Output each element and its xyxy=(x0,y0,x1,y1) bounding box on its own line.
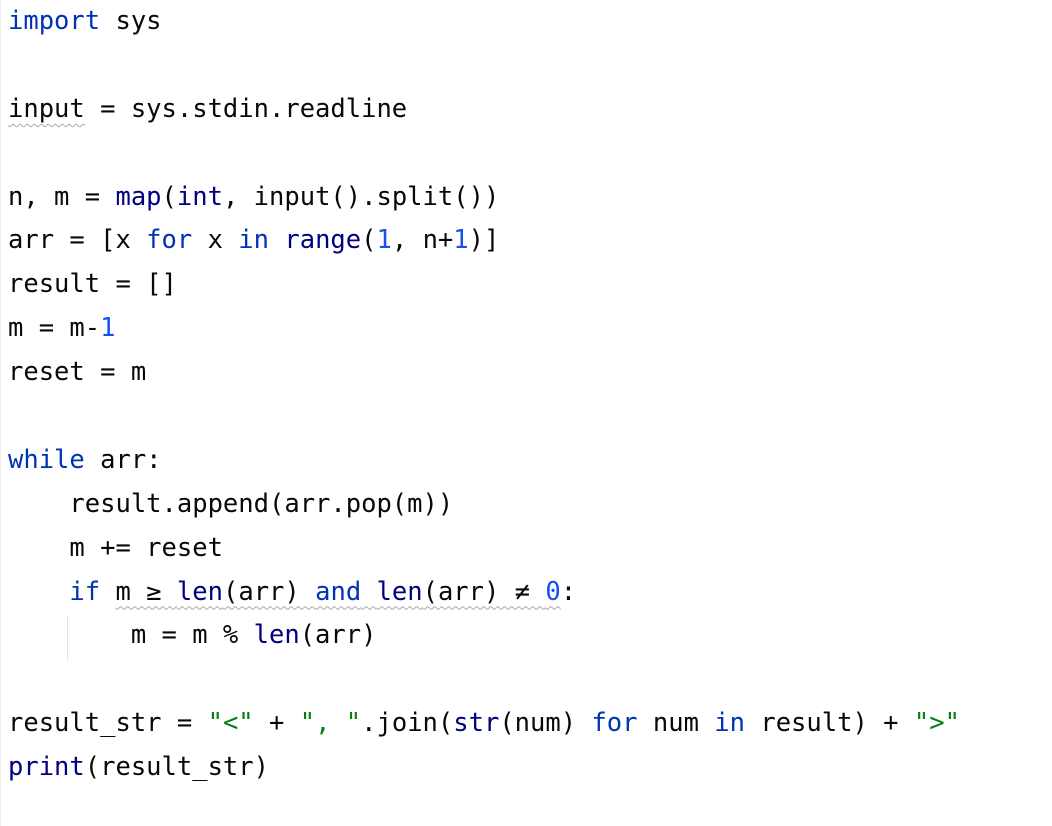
code-token: .join( xyxy=(361,708,454,739)
code-token: sys xyxy=(100,6,162,36)
code-line[interactable]: ​ xyxy=(8,395,960,439)
code-token: ( xyxy=(161,181,177,212)
code-token: 1 xyxy=(376,225,392,256)
code-token: arr: xyxy=(84,444,162,475)
code-token: "<" xyxy=(207,708,254,739)
code-token: result_str = xyxy=(8,708,208,739)
code-token: len xyxy=(253,620,300,651)
code-token: 0 xyxy=(545,576,561,607)
code-line[interactable]: ​ xyxy=(8,44,960,88)
code-token: input xyxy=(8,93,85,124)
code-token xyxy=(100,577,115,607)
code-line[interactable]: result.append(arr.pop(m)) xyxy=(8,483,960,527)
code-line[interactable]: m += reset xyxy=(8,527,960,571)
code-token: result) + xyxy=(745,708,914,739)
code-token: str xyxy=(453,708,500,739)
editor-left-border xyxy=(0,0,1,826)
code-token: m ≥ xyxy=(115,576,177,607)
code-line[interactable]: result_str = "<" + ", ".join(str(num) fo… xyxy=(8,702,960,746)
code-token: arr = [x xyxy=(8,225,147,256)
code-line[interactable]: while arr: xyxy=(8,439,960,483)
code-line[interactable]: ​ xyxy=(8,132,960,176)
code-token: len xyxy=(176,576,223,607)
code-token: m = m % xyxy=(8,620,254,651)
code-token: print xyxy=(8,752,85,783)
code-token: ">" xyxy=(913,708,960,739)
code-token: , input().split()) xyxy=(222,181,500,212)
code-line[interactable]: input = sys.stdin.readline xyxy=(8,88,960,132)
code-token: = sys.stdin.readline xyxy=(84,93,408,124)
code-token: in xyxy=(714,708,745,739)
code-line[interactable]: print(result_str) xyxy=(8,746,960,790)
code-token: ( xyxy=(361,225,377,256)
code-token: int xyxy=(176,181,223,212)
code-token: ", " xyxy=(299,708,362,739)
code-token: for xyxy=(591,708,638,739)
code-token: m = m- xyxy=(8,313,101,344)
code-token: (arr) xyxy=(299,620,377,651)
code-line[interactable]: if m ≥ len(arr) and len(arr) ≠ 0: xyxy=(8,571,960,615)
code-token: (num) xyxy=(499,708,592,739)
code-line[interactable]: m = m % len(arr) xyxy=(8,614,960,658)
code-token: m += reset xyxy=(8,532,223,563)
code-token: reset = m xyxy=(8,357,147,388)
indent-guide xyxy=(67,617,68,660)
code-token: import xyxy=(8,6,101,36)
code-token: n, m = xyxy=(8,181,116,212)
code-token: and xyxy=(315,576,362,607)
code-token xyxy=(269,225,284,255)
code-token: x xyxy=(192,225,239,256)
code-line[interactable]: arr = [x for x in range(1, n+1)] xyxy=(8,219,960,263)
code-line[interactable]: reset = m xyxy=(8,351,960,395)
code-token: num xyxy=(637,708,715,739)
code-token: : xyxy=(560,576,577,607)
code-token: (arr) ≠ xyxy=(422,576,546,607)
code-token xyxy=(361,577,376,607)
code-area[interactable]: import sys​input = sys.stdin.readline​n,… xyxy=(8,0,960,790)
code-token: (result_str) xyxy=(84,752,269,783)
code-token: )] xyxy=(468,225,500,256)
code-token: len xyxy=(376,576,423,607)
code-token: in xyxy=(238,225,270,256)
code-line[interactable]: result = [] xyxy=(8,263,960,307)
code-token: map xyxy=(115,181,162,212)
code-token xyxy=(8,577,69,607)
code-token: if xyxy=(69,576,101,607)
code-token: while xyxy=(8,444,85,475)
code-token: for xyxy=(146,225,193,256)
code-line[interactable]: m = m-1 xyxy=(8,307,960,351)
code-token: 1 xyxy=(453,225,469,256)
code-line[interactable]: n, m = map(int, input().split()) xyxy=(8,176,960,220)
code-token: range xyxy=(284,225,362,256)
code-token: (arr) xyxy=(222,576,316,607)
code-token: , n+ xyxy=(391,225,454,256)
code-line[interactable]: ​ xyxy=(8,658,960,702)
code-token: result = [] xyxy=(8,269,177,300)
code-line[interactable]: import sys xyxy=(8,0,960,44)
code-token: 1 xyxy=(100,313,116,344)
code-token: + xyxy=(253,708,300,739)
code-token: result.append(arr.pop(m)) xyxy=(8,488,454,519)
